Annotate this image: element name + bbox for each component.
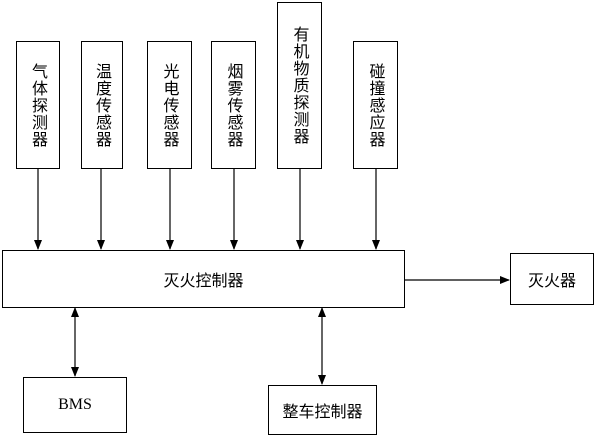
sensor-label: 有机物质探测器: [290, 26, 310, 145]
vehicle-controller-label: 整车控制器: [282, 402, 363, 421]
fire-suppression-controller: 灭火控制器: [2, 250, 405, 308]
bms-label: BMS: [58, 396, 92, 413]
fire-extinguisher: 灭火器: [510, 253, 594, 305]
sensor-label: 气体探测器: [29, 62, 48, 148]
sensor-temperature: 温度传感器: [81, 41, 123, 169]
sensor-label: 碰撞感应器: [366, 62, 386, 148]
sensor-photoelectric: 光电传感器: [147, 41, 192, 169]
sensor-label: 温度传感器: [93, 62, 112, 148]
sensor-smoke: 烟雾传感器: [211, 41, 256, 169]
sensor-gas-detector: 气体探测器: [16, 41, 60, 169]
controller-label: 灭火控制器: [163, 271, 244, 290]
sensor-collision: 碰撞感应器: [353, 41, 398, 169]
extinguisher-label: 灭火器: [527, 271, 576, 290]
sensor-organic-matter-detector: 有机物质探测器: [277, 2, 322, 169]
vehicle-controller: 整车控制器: [268, 385, 377, 435]
bms-box: BMS: [23, 377, 127, 433]
sensor-label: 烟雾传感器: [224, 62, 244, 148]
sensor-label: 光电传感器: [160, 62, 180, 148]
